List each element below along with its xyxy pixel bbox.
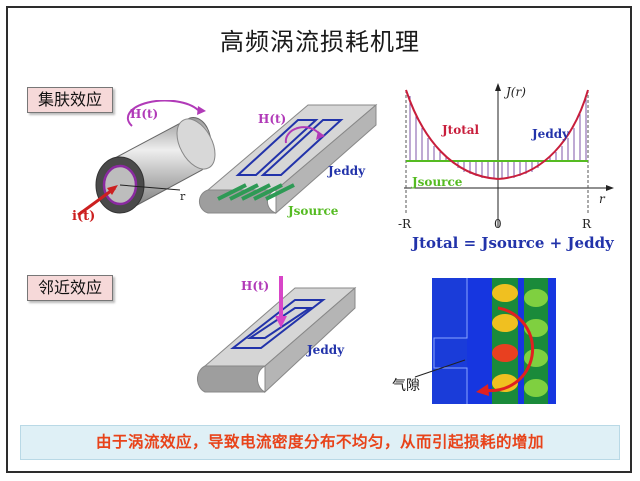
tick-pos-r: R xyxy=(582,217,592,231)
plate1-eddy-label: Jeddy xyxy=(327,164,366,178)
source-arrows xyxy=(217,183,295,201)
skin-effect-label: 集肤效应 xyxy=(27,87,114,113)
plate2-h-label: H(t) xyxy=(241,279,269,293)
cylinder-h-label: H(t) xyxy=(130,107,158,121)
radius-axis-line xyxy=(119,184,181,191)
eddy-loop-right xyxy=(260,119,344,176)
field-flow-arrow xyxy=(483,306,535,393)
graph-y-label: J(r) xyxy=(503,85,526,99)
conductor-left xyxy=(492,278,518,404)
graph-equation: Jtotal = Jsource + Jeddy xyxy=(410,234,615,252)
graph-eddy-label: Jeddy xyxy=(531,127,570,141)
plate-field-arc xyxy=(284,126,321,144)
graph-total-label: Jtotal xyxy=(441,123,480,137)
plate1-h-label: H(t) xyxy=(258,112,286,126)
total-curve xyxy=(405,89,589,181)
graph-source-label: Jsource xyxy=(411,175,463,189)
skin-effect-cylinder-diagram: H(t) i(t) r xyxy=(72,100,216,224)
conclusion-banner: 由于涡流效应，导致电流密度分布不均匀，从而引起损耗的增加 xyxy=(20,425,620,460)
current-density-graph: J(r) r -R 0 R Jtotal Jeddy Jsource Jtota… xyxy=(398,83,615,252)
plate2-body xyxy=(197,286,357,394)
tick-zero: 0 xyxy=(494,217,502,231)
current-arrow-icon xyxy=(77,186,116,217)
graph-x-label: r xyxy=(599,192,606,206)
tick-neg-r: -R xyxy=(398,217,412,231)
conclusion-text: 由于涡流效应，导致电流密度分布不均匀，从而引起损耗的增加 xyxy=(95,433,544,451)
cylinder-i-label: i(t) xyxy=(72,209,95,224)
slide-title: 高频涡流损耗机理 xyxy=(220,28,420,56)
proximity-plate-diagram: H(t) Jeddy xyxy=(197,276,357,394)
field-arc-icon xyxy=(126,100,199,127)
eddy-loop-left xyxy=(235,119,319,176)
conductor-right xyxy=(524,278,548,404)
plate1-source-label: Jsource xyxy=(287,204,339,218)
skin-effect-plate-diagram: H(t) Jeddy Jsource xyxy=(199,103,378,218)
air-gap-field-simulation xyxy=(432,278,556,404)
proximity-effect-label: 邻近效应 xyxy=(27,275,114,301)
plate2-eddy-label: Jeddy xyxy=(306,343,345,357)
eddy-hatching xyxy=(409,96,587,179)
air-gap-pointer xyxy=(414,359,466,378)
air-gap-label: 气隙 xyxy=(392,378,420,394)
cylinder-r-label: r xyxy=(180,190,186,203)
proximity-loop-outer xyxy=(230,299,326,349)
